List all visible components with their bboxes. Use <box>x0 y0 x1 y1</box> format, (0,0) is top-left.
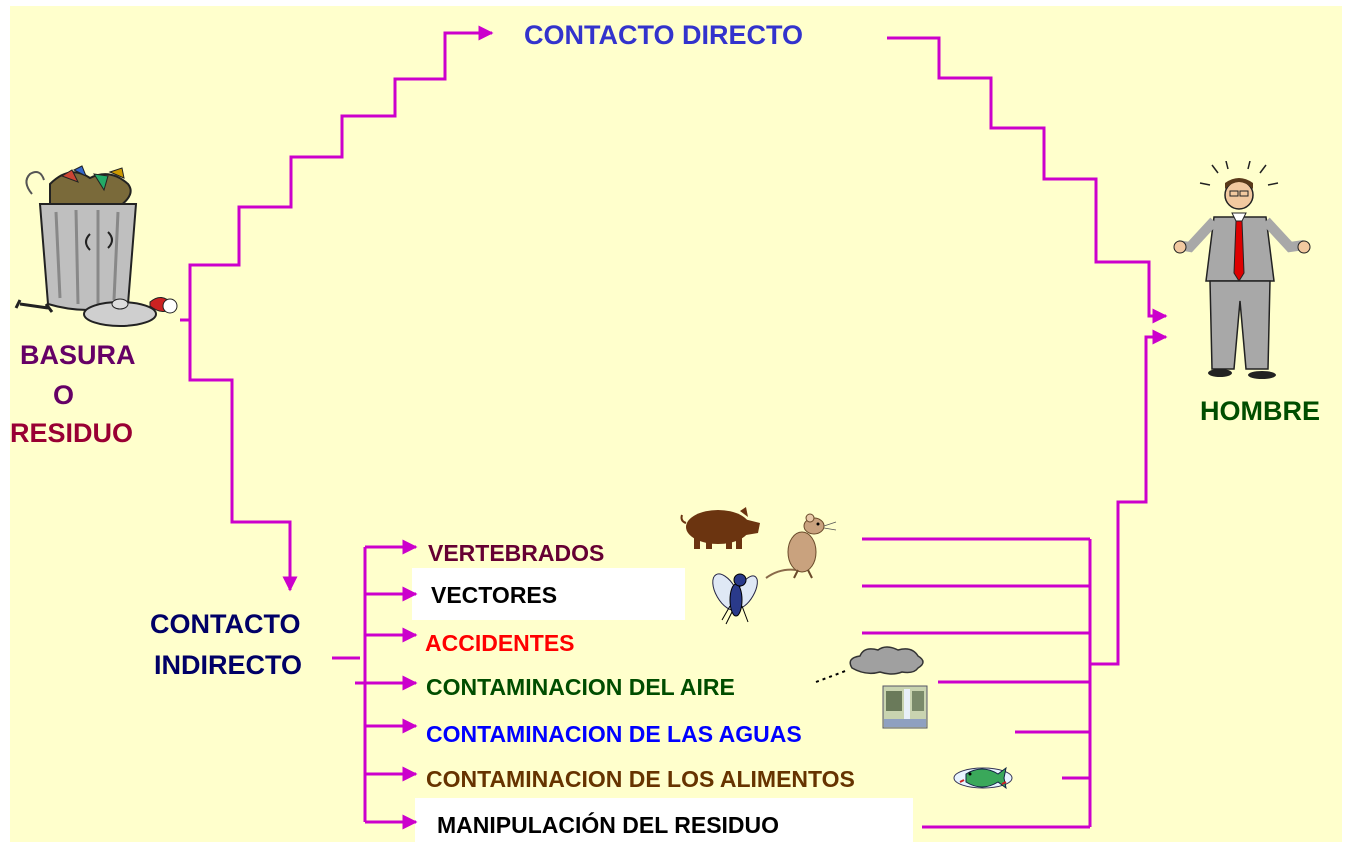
item-accidentes: ACCIDENTES <box>425 630 575 656</box>
basura-label-line2: O <box>53 380 75 410</box>
pig-icon <box>680 507 760 549</box>
smoke-dots <box>815 669 849 683</box>
smoke-cloud-icon <box>849 646 924 675</box>
fly-icon <box>712 573 758 625</box>
hombre-label: HOMBRE <box>1200 396 1320 426</box>
man-icon <box>1173 161 1311 379</box>
diagram-canvas: CONTACTO DIRECTO BASURA O RESIDUO HOMBRE… <box>10 6 1342 842</box>
item-manipulacion-residuo: MANIPULACIÓN DEL RESIDUO <box>437 812 780 838</box>
indirect-return-path <box>1090 329 1168 666</box>
fish-plate-icon <box>953 766 1013 790</box>
contacto-directo-label: CONTACTO DIRECTO <box>524 20 804 50</box>
item-contaminacion-alimentos: CONTAMINACION DE LOS ALIMENTOS <box>426 766 855 792</box>
basura-label-line3: RESIDUO <box>10 418 134 448</box>
item-vectores: VECTORES <box>431 582 558 608</box>
contacto-indirecto-line2: INDIRECTO <box>154 650 303 680</box>
trash-can-icon <box>14 165 178 327</box>
vectores-label-box <box>412 568 685 620</box>
indirect-path <box>188 320 298 592</box>
item-contaminacion-aguas: CONTAMINACION DE LAS AGUAS <box>426 721 802 747</box>
item-contaminacion-aire: CONTAMINACION DEL AIRE <box>426 674 735 700</box>
basura-label-line1: BASURA <box>20 340 136 370</box>
connector-lines <box>180 25 1168 830</box>
contacto-indirecto-line1: CONTACTO <box>150 609 301 639</box>
item-vertebrados: VERTEBRADOS <box>428 540 605 566</box>
manipulacion-label-box <box>415 798 913 842</box>
rat-icon <box>765 513 837 579</box>
waterfall-icon <box>882 685 928 729</box>
direct-path-up <box>180 25 494 322</box>
direct-path-down <box>887 36 1168 324</box>
